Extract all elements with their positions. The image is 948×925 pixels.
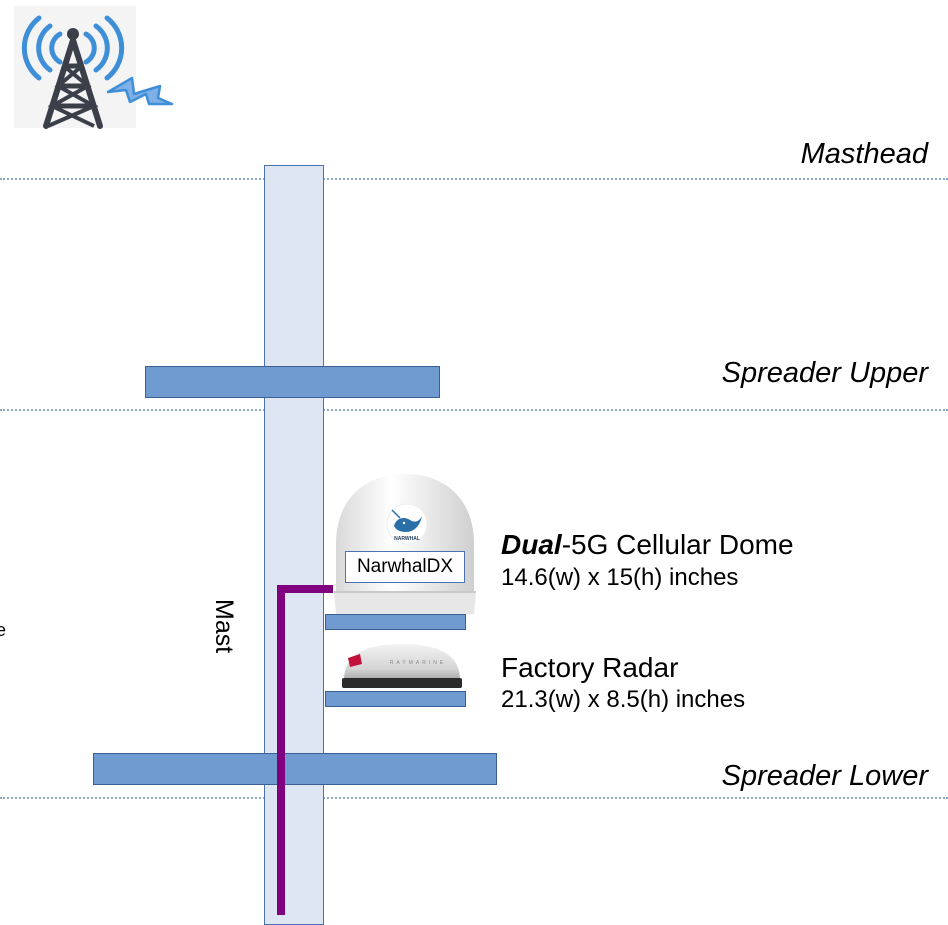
cellular-dome-image: NARWHAL	[334, 474, 476, 614]
mast	[264, 165, 324, 925]
spreader-upper-label: Spreader Upper	[721, 357, 928, 389]
cable-vertical	[277, 585, 285, 915]
dome-mount-bracket	[325, 614, 466, 630]
dome-title-bold: Dual	[501, 529, 562, 560]
dome-title-rest: -5G Cellular Dome	[561, 529, 794, 560]
spreader-lower-label: Spreader Lower	[721, 760, 928, 792]
spreader-lower-dotted-line	[0, 797, 948, 799]
lightning-bolt-icon	[106, 76, 174, 106]
spreader-lower-bar	[93, 753, 497, 785]
radar-brand-mark: RAYMARINE	[390, 660, 446, 666]
radar-dimensions: 21.3(w) x 8.5(h) inches	[501, 686, 746, 713]
spreader-upper-dotted-line	[0, 409, 948, 411]
mast-label: Mast	[210, 599, 238, 654]
cable-horizontal	[277, 585, 333, 593]
masthead-dotted-line	[0, 178, 948, 180]
dome-title: Dual-5G Cellular Dome	[501, 529, 794, 561]
masthead-label: Masthead	[800, 138, 928, 170]
left-edge-partial-text: e	[0, 620, 7, 640]
radar-mount-bracket	[325, 691, 466, 707]
dome-dimensions: 14.6(w) x 15(h) inches	[501, 564, 739, 591]
spreader-upper-bar	[145, 366, 440, 398]
radar-title: Factory Radar	[501, 652, 679, 683]
narwhal-logo-icon	[386, 503, 428, 545]
radar-image: RAYMARINE	[342, 644, 462, 688]
dome-nameplate: NarwhalDX	[345, 551, 465, 583]
narwhal-logo-text: NARWHAL	[394, 536, 420, 542]
cell-tower-icon	[14, 6, 174, 129]
